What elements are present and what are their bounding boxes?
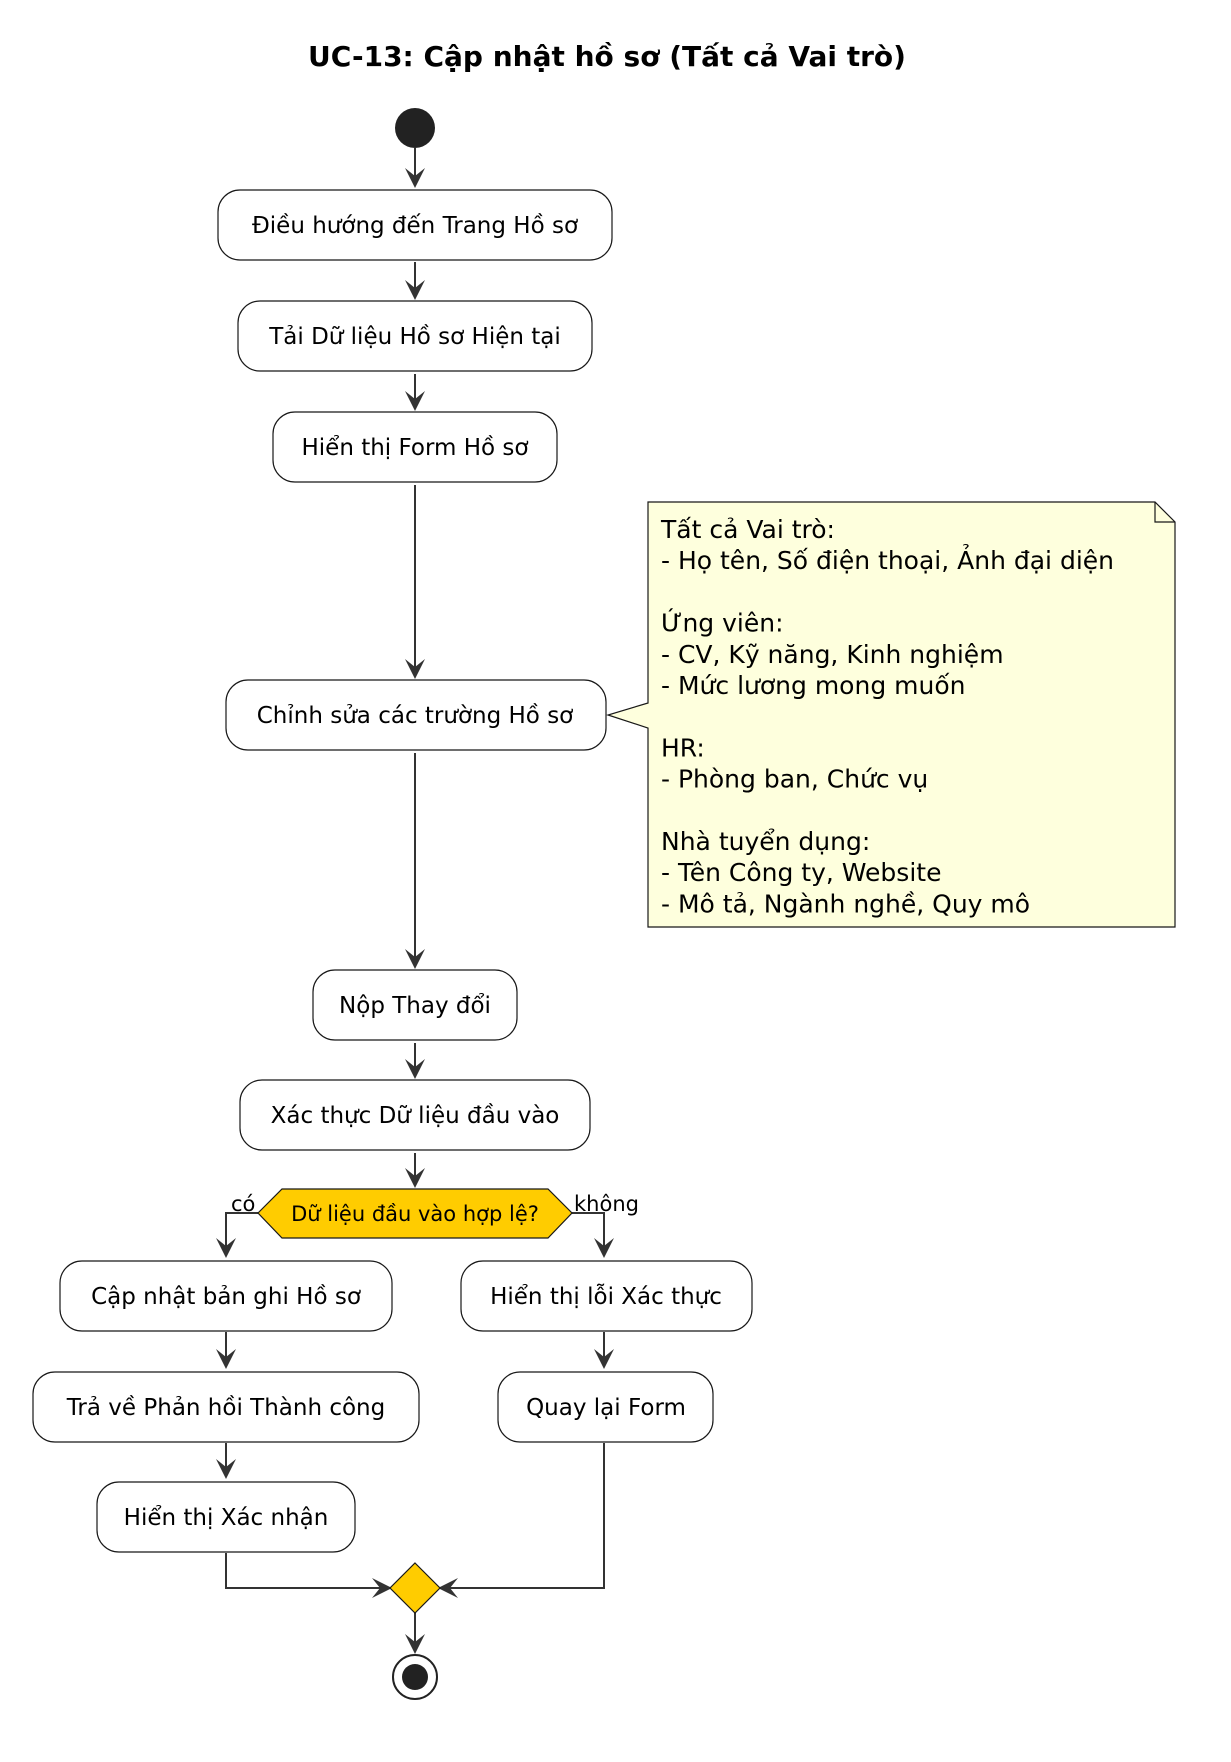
note-line: - CV, Kỹ năng, Kinh nghiệm <box>661 640 1004 669</box>
edges <box>225 148 605 1652</box>
activity-edit-profile-fields: Chỉnh sửa các trường Hồ sơ <box>225 679 607 751</box>
note-text: Tất cả Vai trò:- Họ tên, Số điện thoại, … <box>660 515 1114 918</box>
diagram-title: UC-13: Cập nhật hồ sơ (Tất cả Vai trò) <box>308 40 906 73</box>
svg-text:Hiển thị lỗi Xác thực: Hiển thị lỗi Xác thực <box>490 1282 722 1310</box>
branch-label-yes: có <box>231 1192 255 1216</box>
activity-show-validation-error: Hiển thị lỗi Xác thực <box>460 1260 753 1332</box>
activity-load-profile-data: Tải Dữ liệu Hồ sơ Hiện tại <box>237 300 593 372</box>
note-line: Ứng viên: <box>661 608 784 638</box>
note-line: Tất cả Vai trò: <box>660 515 835 544</box>
svg-text:Trả về Phản hồi Thành công: Trả về Phản hồi Thành công <box>66 1395 385 1421</box>
start-node <box>395 108 435 148</box>
activity-back-to-form: Quay lại Form <box>497 1371 714 1443</box>
activity-submit-changes: Nộp Thay đổi <box>312 969 518 1041</box>
merge-node <box>389 1562 441 1614</box>
activity-show-profile-form: Hiển thị Form Hồ sơ <box>272 411 558 483</box>
svg-text:Nộp Thay đổi: Nộp Thay đổi <box>339 993 491 1019</box>
note-line: - Mô tả, Ngành nghề, Quy mô <box>661 889 1030 918</box>
note-line: - Họ tên, Số điện thoại, Ảnh đại diện <box>661 544 1114 575</box>
note-line: Nhà tuyển dụng: <box>661 827 870 856</box>
note-line: - Phòng ban, Chức vụ <box>661 765 928 794</box>
svg-text:Chỉnh sửa các trường Hồ sơ: Chỉnh sửa các trường Hồ sơ <box>257 703 574 729</box>
svg-text:Tải Dữ liệu Hồ sơ Hiện tại: Tải Dữ liệu Hồ sơ Hiện tại <box>268 324 561 350</box>
role-fields-note: Tất cả Vai trò:- Họ tên, Số điện thoại, … <box>605 501 1176 928</box>
activity-update-profile-record: Cập nhật bản ghi Hồ sơ <box>59 1260 393 1332</box>
svg-text:Cập nhật bản ghi Hồ sơ: Cập nhật bản ghi Hồ sơ <box>91 1284 361 1310</box>
activity-return-success: Trả về Phản hồi Thành công <box>32 1371 420 1443</box>
activity-navigate-profile: Điều hướng đến Trang Hồ sơ <box>217 189 613 261</box>
decision-input-valid: Dữ liệu đầu vào hợp lệ? <box>257 1188 573 1239</box>
activity-validate-input: Xác thực Dữ liệu đầu vào <box>239 1079 591 1151</box>
svg-text:Điều hướng đến Trang Hồ sơ: Điều hướng đến Trang Hồ sơ <box>252 213 578 239</box>
svg-text:Xác thực Dữ liệu đầu vào: Xác thực Dữ liệu đầu vào <box>271 1103 560 1129</box>
branch-label-no: không <box>574 1192 639 1216</box>
note-line: HR: <box>661 733 705 762</box>
svg-text:Hiển thị Form Hồ sơ: Hiển thị Form Hồ sơ <box>301 435 528 461</box>
svg-text:Quay lại Form: Quay lại Form <box>526 1395 686 1421</box>
svg-text:Dữ liệu đầu vào hợp lệ?: Dữ liệu đầu vào hợp lệ? <box>291 1202 539 1226</box>
activity-show-confirmation: Hiển thị Xác nhận <box>96 1481 356 1553</box>
end-node <box>392 1654 438 1700</box>
note-line: - Mức lương mong muốn <box>661 671 965 700</box>
note-line: - Tên Công ty, Website <box>661 858 941 887</box>
arrowheads <box>216 168 614 1654</box>
svg-text:Hiển thị Xác nhận: Hiển thị Xác nhận <box>124 1505 329 1531</box>
